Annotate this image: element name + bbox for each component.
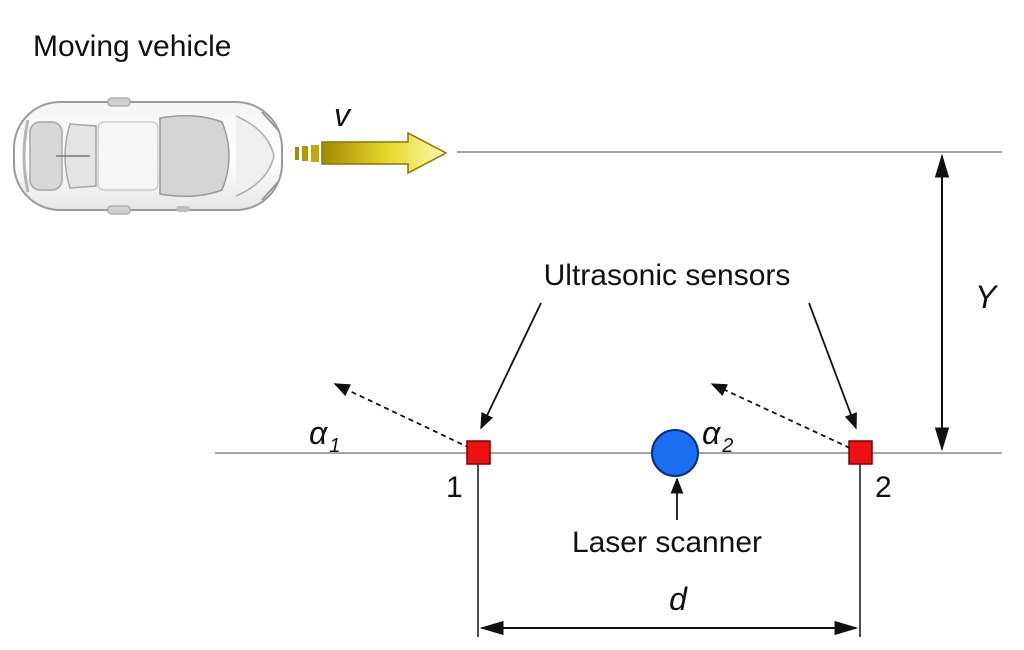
- sensor2-number: 2: [875, 471, 892, 504]
- d-dimension-label: d: [669, 581, 688, 617]
- alpha1-subscript: 1: [329, 435, 340, 457]
- ultrasonic-sensors-label: Ultrasonic sensors: [544, 259, 791, 292]
- car-icon: [13, 97, 283, 215]
- sensor1-beam-arrow: [333, 383, 471, 449]
- laser-scanner-label: Laser scanner: [572, 526, 762, 559]
- sensor1-number: 1: [446, 471, 463, 504]
- velocity-arrow-icon: [295, 131, 448, 175]
- title-moving-vehicle: Moving vehicle: [33, 30, 231, 63]
- y-dimension-label: Y: [975, 279, 999, 315]
- sensor2-pointer-arrow: [808, 302, 857, 430]
- alpha1-symbol: α: [309, 415, 328, 451]
- alpha2-subscript: 2: [721, 435, 733, 457]
- alpha2-symbol: α: [702, 415, 721, 451]
- sensor2-beam-arrow: [710, 383, 851, 449]
- sensor1-pointer-arrow: [480, 302, 542, 430]
- velocity-label: v: [334, 97, 352, 133]
- ultrasonic-sensor-1: [466, 440, 491, 465]
- laser-scanner-icon: [651, 429, 699, 477]
- ultrasonic-sensor-2: [848, 440, 873, 465]
